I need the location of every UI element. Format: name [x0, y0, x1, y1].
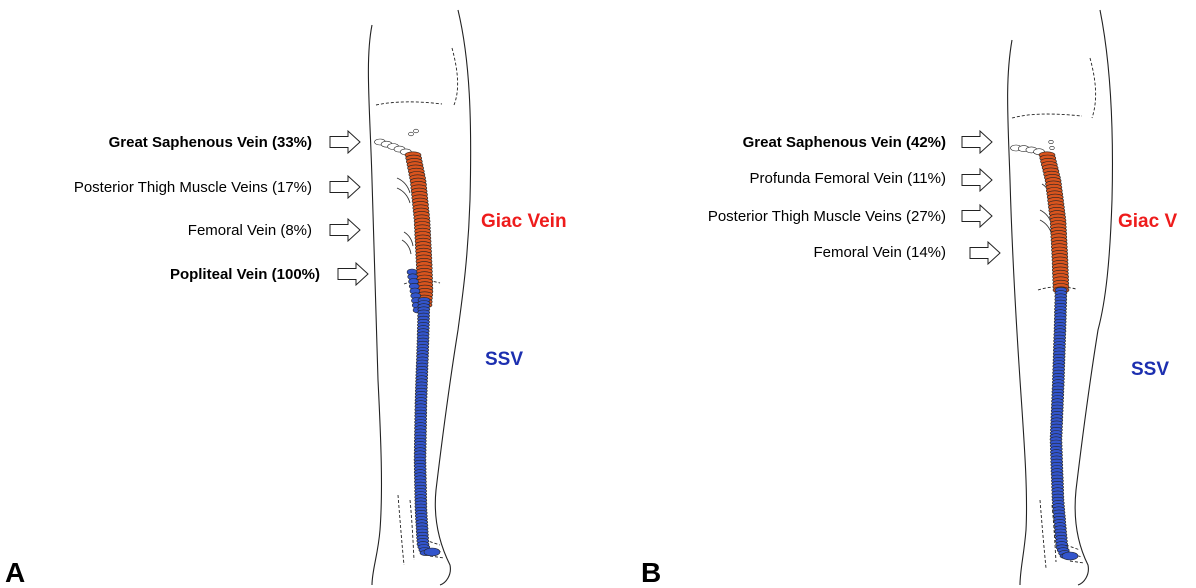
- giac-vein-label-a: Giac Vein: [481, 211, 567, 232]
- ankle-dash-b: [1040, 500, 1046, 568]
- gluteal-fold-b: [1012, 114, 1082, 118]
- ssv-label-a: SSV: [485, 349, 523, 370]
- gsv-junction-oval: [1049, 140, 1054, 143]
- arrow-a-1: [330, 176, 360, 198]
- ankle-dash-a2: [410, 500, 414, 560]
- ankle-dash-a: [398, 495, 404, 565]
- thigh-dash-b: [1090, 58, 1096, 118]
- vein-chain-a: [375, 129, 441, 556]
- arrow-a-3: [338, 263, 368, 285]
- muscle-vein-curve-a3: [404, 232, 413, 246]
- ssv-terminal: [1062, 552, 1078, 560]
- vein-chain-b: [1011, 140, 1079, 560]
- label-b-3: Femoral Vein (14%): [813, 244, 946, 261]
- arrow-b-0: [962, 131, 992, 153]
- arrow-b-2: [962, 205, 992, 227]
- leg-outline-b-front: [1075, 10, 1112, 585]
- label-a-2: Femoral Vein (8%): [188, 222, 312, 239]
- label-a-3: Popliteal Vein (100%): [170, 266, 320, 283]
- ssv-label-b: SSV: [1131, 359, 1169, 380]
- panel-a: Great Saphenous Vein (33%) Posterior Thi…: [5, 10, 567, 588]
- gsv-junction-oval: [414, 129, 419, 133]
- ssv-terminal: [424, 548, 440, 556]
- gsv-junction-oval: [1050, 146, 1055, 149]
- giac-vein-label-b: Giac V: [1118, 211, 1177, 232]
- panel-letter-a: A: [5, 557, 25, 588]
- panel-b: Great Saphenous Vein (42%) Profunda Femo…: [641, 10, 1177, 588]
- arrow-b-3: [970, 242, 1000, 264]
- label-b-2: Posterior Thigh Muscle Veins (27%): [708, 208, 946, 225]
- arrow-b-1: [962, 169, 992, 191]
- arrow-a-2: [330, 219, 360, 241]
- label-b-1: Profunda Femoral Vein (11%): [750, 170, 947, 187]
- label-a-0: Great Saphenous Vein (33%): [109, 134, 312, 151]
- muscle-vein-curve-a1: [397, 178, 410, 193]
- muscle-vein-curve-a4: [402, 240, 411, 254]
- gsv-junction-oval: [409, 132, 414, 136]
- muscle-vein-curve-a2: [397, 188, 410, 203]
- panel-letter-b: B: [641, 557, 661, 588]
- arrows-b: [962, 131, 1000, 264]
- label-a-1: Posterior Thigh Muscle Veins (17%): [74, 179, 312, 196]
- leg-outline-b: [1008, 40, 1027, 585]
- leg-outline-a-front: [435, 10, 470, 585]
- gluteal-fold-a: [376, 102, 442, 105]
- leg-outline-a: [368, 25, 381, 585]
- arrow-a-0: [330, 131, 360, 153]
- arrows-a: [330, 131, 368, 285]
- thigh-dash-a: [452, 48, 458, 105]
- label-b-0: Great Saphenous Vein (42%): [743, 134, 946, 151]
